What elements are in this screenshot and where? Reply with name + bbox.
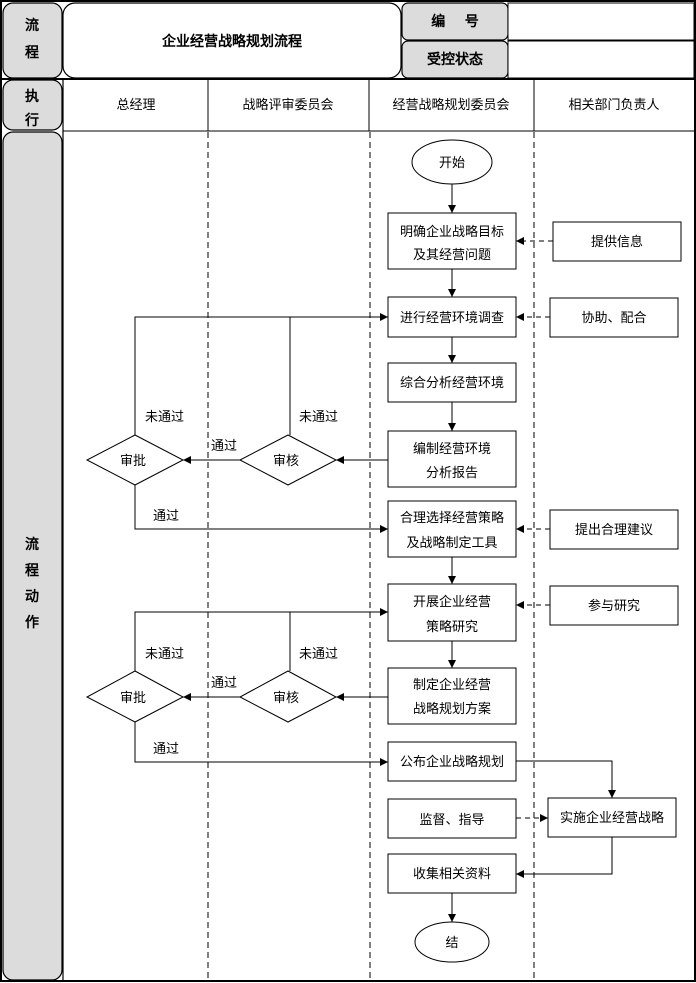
process-label-cell (2, 2, 63, 79)
number-value-cell[interactable] (507, 2, 695, 41)
edge-label-approve1-not-passed: 未通过 (145, 410, 184, 425)
edge-approve1-pass (134, 485, 388, 533)
select-strategy-label-1: 合理选择经营策略 (400, 510, 504, 526)
supervise-node[interactable] (387, 798, 517, 839)
provide-info-node[interactable] (552, 221, 682, 262)
participate-node[interactable] (549, 585, 679, 626)
suggest-node[interactable] (549, 509, 679, 550)
process-action-char-4: 作 (25, 614, 39, 631)
strategy-research-label-2: 策略研究 (426, 619, 478, 635)
select-strategy-label-2: 及战略制定工具 (406, 535, 497, 551)
assist-label: 协助、配合 (581, 311, 646, 326)
flowchart-title: 企业经营战略规划流程 (161, 33, 302, 50)
edge-label-approve2-passed: 通过 (153, 742, 179, 757)
lane-header-general-manager: 总经理 (116, 98, 155, 113)
environment-report-node[interactable] (387, 430, 517, 488)
assist-node[interactable] (549, 297, 679, 338)
process-label-char-1: 流 (25, 17, 39, 34)
process-action-char-3: 动 (25, 588, 39, 605)
lane-header-department-heads: 相关部门负责人 (568, 98, 659, 113)
clarify-goals-node[interactable] (387, 212, 517, 270)
edge-label-approve2-not-passed: 未通过 (145, 647, 184, 662)
collect-data-label: 收集相关资料 (413, 866, 491, 882)
participate-label: 参与研究 (588, 598, 640, 614)
approve-decision-1-label: 审批 (120, 454, 146, 469)
review-decision-2[interactable] (238, 670, 338, 723)
analyze-environment-label: 综合分析经营环境 (400, 376, 504, 391)
edge-publish-to-implement (516, 760, 616, 798)
provide-info-label: 提供信息 (591, 234, 643, 250)
process-action-char-1: 流 (25, 536, 39, 553)
edge-label-review2-passed: 通过 (211, 676, 237, 691)
execute-label-char-1: 执 (25, 88, 39, 105)
process-label-char-2: 程 (25, 45, 39, 61)
lane-header-planning-committee: 经营战略规划委员会 (392, 97, 509, 113)
environment-report-label-2: 分析报告 (426, 466, 478, 481)
edge-label-review1-not-passed: 未通过 (299, 410, 338, 425)
edge-label-review1-passed: 通过 (211, 439, 237, 454)
review-decision-2-label: 审核 (273, 691, 299, 706)
approve-decision-2-label: 审批 (120, 691, 146, 706)
publish-plan-label: 公布企业战略规划 (400, 754, 504, 770)
plan-label-1: 制定企业经营 (413, 677, 491, 693)
number-label: 编 号 (431, 13, 479, 30)
select-strategy-node[interactable] (387, 500, 517, 558)
control-status-label: 受控状态 (427, 51, 483, 68)
collect-data-node[interactable] (387, 853, 517, 894)
edges (134, 184, 616, 922)
supervise-label: 监督、指导 (419, 813, 484, 828)
edge-approve2-pass (134, 722, 388, 766)
edge-implement-to-collect (516, 837, 613, 878)
strategy-research-label-1: 开展企业经营 (413, 594, 491, 610)
end-node-label: 结 (445, 936, 458, 951)
edge-approve1-reject (134, 313, 388, 435)
execute-label-char-2: 行 (24, 112, 39, 129)
edge-approve2-reject (134, 608, 388, 671)
implement-label: 实施企业经营战略 (560, 810, 664, 826)
environment-report-label-1: 编制经营环境 (413, 442, 491, 457)
execute-label-cell (2, 79, 63, 131)
edge-label-review2-not-passed: 未通过 (299, 647, 338, 662)
suggest-label: 提出合理建议 (575, 522, 653, 538)
start-node-label: 开始 (439, 156, 465, 171)
control-status-value-cell[interactable] (507, 40, 695, 79)
environment-survey-label: 进行经营环境调查 (400, 311, 504, 326)
edge-label-approve1-passed: 通过 (153, 509, 179, 524)
clarify-goals-label-1: 明确企业战略目标 (400, 224, 504, 240)
process-action-label-cell (2, 131, 63, 981)
review-decision-1-label: 审核 (273, 454, 299, 469)
plan-label-2: 战略规划方案 (413, 701, 491, 717)
process-action-char-2: 程 (25, 563, 39, 579)
implement-node[interactable] (547, 797, 677, 838)
clarify-goals-label-2: 及其经营问题 (413, 248, 491, 263)
lane-header-review-committee: 战略评审委员会 (242, 97, 333, 113)
publish-plan-node[interactable] (387, 741, 517, 782)
review-decision-1[interactable] (238, 434, 338, 486)
